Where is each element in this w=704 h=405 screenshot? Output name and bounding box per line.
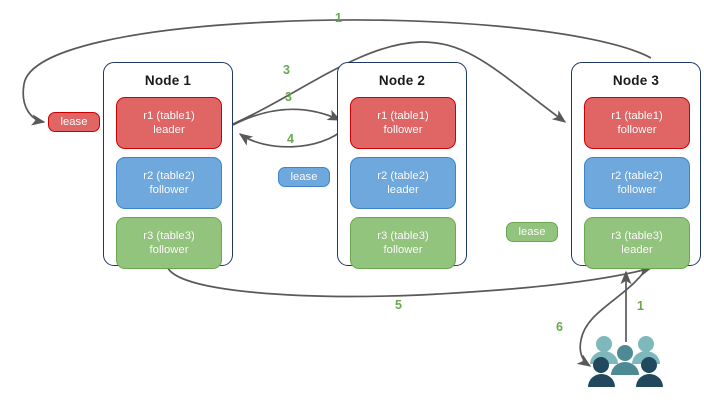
- replica-role: leader: [153, 124, 185, 136]
- step-label-5: 5: [395, 298, 402, 312]
- replica-role: follower: [149, 184, 189, 196]
- step-label-3a: 3: [283, 63, 290, 77]
- step-label-6: 6: [556, 320, 563, 334]
- node-2-replica-r1[interactable]: r1 (table1) follower: [350, 97, 456, 149]
- replica-name: r3 (table3): [377, 230, 429, 242]
- node-3-title: Node 3: [612, 73, 660, 88]
- replica-name: r2 (table2): [143, 170, 195, 182]
- lease-label: lease: [60, 116, 88, 128]
- node-3-replica-r3[interactable]: r3 (table3) leader: [584, 217, 690, 269]
- node-1-title: Node 1: [144, 73, 192, 88]
- lease-badge-r2[interactable]: lease: [278, 167, 330, 187]
- replica-name: r3 (table3): [143, 230, 195, 242]
- edge-step-3-to-node3: [232, 41, 567, 125]
- replica-name: r2 (table2): [377, 170, 429, 182]
- edge-step-2: [22, 19, 652, 126]
- lease-label: lease: [518, 226, 546, 238]
- replica-role: follower: [617, 184, 657, 196]
- lease-badge-r1[interactable]: lease: [48, 112, 100, 132]
- replica-name: r1 (table1): [377, 110, 429, 122]
- node-2-replica-r2[interactable]: r2 (table2) leader: [350, 157, 456, 209]
- node-2-title: Node 2: [378, 73, 426, 88]
- replica-name: r3 (table3): [611, 230, 663, 242]
- replica-role: leader: [621, 244, 653, 256]
- node-1-box[interactable]: Node 1 r1 (table1) leader r2 (table2) fo…: [103, 62, 233, 269]
- edge-step-3-to-node2: [232, 108, 342, 126]
- replica-role: follower: [383, 244, 423, 256]
- step-label-4: 4: [287, 132, 294, 146]
- replica-name: r1 (table1): [143, 110, 195, 122]
- lease-label: lease: [290, 171, 318, 183]
- node-1-replica-r2[interactable]: r2 (table2) follower: [116, 157, 222, 209]
- edge-step-4: [238, 127, 346, 148]
- node-2-replica-r3[interactable]: r3 (table3) follower: [350, 217, 456, 269]
- lease-badge-r3[interactable]: lease: [506, 222, 558, 242]
- node-3-replica-r1[interactable]: r1 (table1) follower: [584, 97, 690, 149]
- node-1-replica-r1[interactable]: r1 (table1) leader: [116, 97, 222, 149]
- node-1-replica-r3[interactable]: r3 (table3) follower: [116, 217, 222, 269]
- step-label-2: 1: [335, 11, 342, 25]
- replica-role: follower: [617, 124, 657, 136]
- step-label-3b: 3: [285, 90, 292, 104]
- step-label-1: 1: [637, 299, 644, 313]
- clients-people-icon: [588, 336, 663, 387]
- edge-step-5: [166, 265, 653, 298]
- replica-name: r2 (table2): [611, 170, 663, 182]
- replica-role: follower: [383, 124, 423, 136]
- replica-name: r1 (table1): [611, 110, 663, 122]
- edge-step-6: [576, 271, 645, 367]
- node-3-box[interactable]: Node 3 r1 (table1) follower r2 (table2) …: [571, 62, 701, 269]
- node-2-box[interactable]: Node 2 r1 (table1) follower r2 (table2) …: [337, 62, 467, 269]
- replica-role: leader: [387, 184, 419, 196]
- node-3-replica-r2[interactable]: r2 (table2) follower: [584, 157, 690, 209]
- replica-role: follower: [149, 244, 189, 256]
